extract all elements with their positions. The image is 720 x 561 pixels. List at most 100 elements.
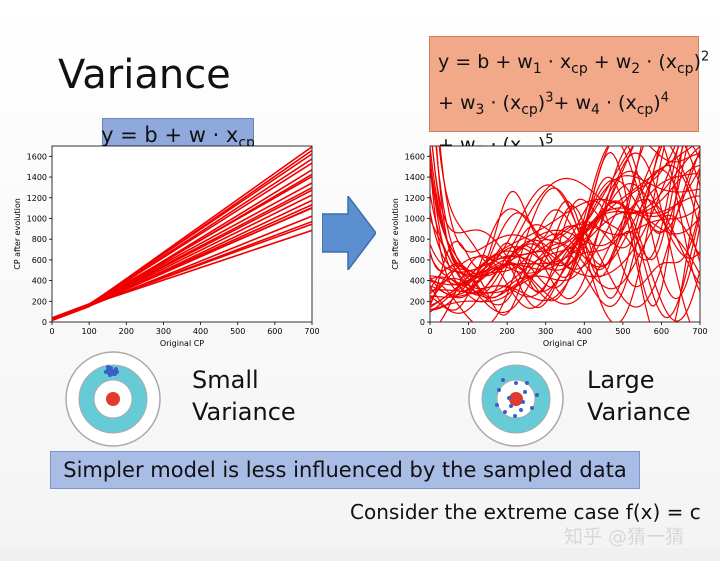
fit-curve [430,146,688,299]
y-tick-label: 200 [410,297,425,306]
x-tick-label: 0 [49,327,54,336]
formula-line-1: y = b + w1 · xcp + w2 · (xcp)2 [438,43,709,84]
f2d: + w [553,92,592,115]
y-tick-label: 1000 [27,214,47,223]
x-tick-label: 700 [692,327,707,336]
y-tick-label: 400 [32,277,47,286]
small-variance-caption: Small Variance [192,364,296,428]
y-tick-label: 200 [32,297,47,306]
large-variance-target-icon [468,351,564,447]
small-variance-line2: Variance [192,398,296,426]
f2a: + w [438,92,476,115]
fit-line [52,206,312,321]
f2e-sub: cp [636,102,654,119]
f2e: · (x [599,92,637,115]
conclusion-banner: Simpler model is less influenced by the … [50,451,640,489]
x-tick-label: 700 [304,327,319,336]
fit-curve [430,170,700,273]
watermark: 知乎 @猜一猜 [564,526,685,548]
fit-curve [430,146,700,301]
y-tick-label: 800 [32,235,47,244]
fit-curve [430,211,700,275]
formula-line-2: + w3 · (xcp)3+ w4 · (xcp)4 [438,84,690,125]
y-tick-label: 1200 [405,194,425,203]
simple-model-formula: y = b + w · xcp [101,118,255,156]
x-tick-label: 300 [156,327,171,336]
f2b-sub: cp [521,102,538,119]
fit-line [52,187,312,320]
x-axis-label: Original CP [543,339,587,348]
f3c: ) [537,133,546,156]
y-tick-label: 1200 [27,194,47,203]
y-tick-label: 400 [410,277,425,286]
x-tick-label: 600 [654,327,669,336]
fit-curve [430,205,700,286]
x-tick-label: 500 [230,327,245,336]
y-axis-label: CP after evolution [13,198,22,270]
f1b-sub: cp [571,61,588,78]
bottom-strip [0,548,720,561]
f1a: y = b + w [438,51,533,74]
y-tick-label: 1000 [405,214,425,223]
f1a-sub: 1 [532,61,542,78]
x-tick-label: 0 [427,327,432,336]
fit-curve [430,146,695,294]
fit-curve [430,146,684,307]
f2b: · (x [484,92,522,115]
small-variance-target-icon [65,351,161,447]
y-tick-label: 0 [42,318,47,327]
x-tick-label: 100 [82,327,97,336]
f2c-sup: 3 [545,91,554,107]
f2a-sub: 3 [475,102,485,119]
slide-title: Variance [58,52,231,98]
f2f: ) [653,92,661,115]
f1d-sub: cp [676,61,694,78]
f1d: · (x [640,51,677,74]
x-tick-label: 200 [119,327,134,336]
simple-model-chart: 0 100 200 300 400 500 600 700 0 200 400 600 800 1000 1… [13,145,320,348]
x-tick-label: 500 [615,327,630,336]
x-tick-label: 300 [538,327,553,336]
f2d-sub: 4 [591,102,600,119]
fit-curve [430,146,666,322]
f3c-sup: 5 [545,132,554,148]
y-tick-label: 600 [32,256,47,265]
y-tick-label: 800 [410,235,425,244]
f1c: + w [587,51,632,74]
extreme-case-note: Consider the extreme case f(x) = c [350,500,701,524]
right-arrow-icon [322,196,376,270]
x-tick-label: 400 [193,327,208,336]
fit-curve [430,146,700,300]
y-tick-label: 1400 [405,173,425,182]
fit-curve [430,152,691,322]
large-variance-caption: Large Variance [587,364,691,428]
x-tick-label: 100 [461,327,476,336]
x-tick-label: 400 [577,327,592,336]
fit-curve [439,169,700,322]
complex-model-formula: y = b + w1 · xcp + w2 · (xcp)2 + w3 · (x… [429,36,709,159]
fit-curve [430,146,700,308]
f1b: · x [541,51,572,74]
f2f-sup: 4 [660,91,669,107]
y-tick-label: 0 [420,318,425,327]
large-variance-line1: Large [587,366,655,394]
y-tick-label: 1600 [405,152,425,161]
y-axis-label: CP after evolution [391,198,400,270]
fit-curves [430,146,700,322]
f2c: ) [537,92,546,115]
fit-curve [430,214,700,311]
x-tick-label: 600 [267,327,282,336]
large-variance-line2: Variance [587,398,691,426]
y-tick-label: 1400 [27,173,47,182]
plot-area [51,145,313,323]
small-variance-line1: Small [192,366,259,394]
fit-curve [438,146,684,307]
f1c-sub: 2 [631,61,641,78]
f1e: ) [693,51,701,74]
fit-curve [430,182,700,298]
x-tick-label: 200 [500,327,515,336]
x-axis-label: Original CP [160,339,204,348]
formula-simple-text: y = b + w · x [101,122,239,147]
fit-curve [430,164,700,299]
